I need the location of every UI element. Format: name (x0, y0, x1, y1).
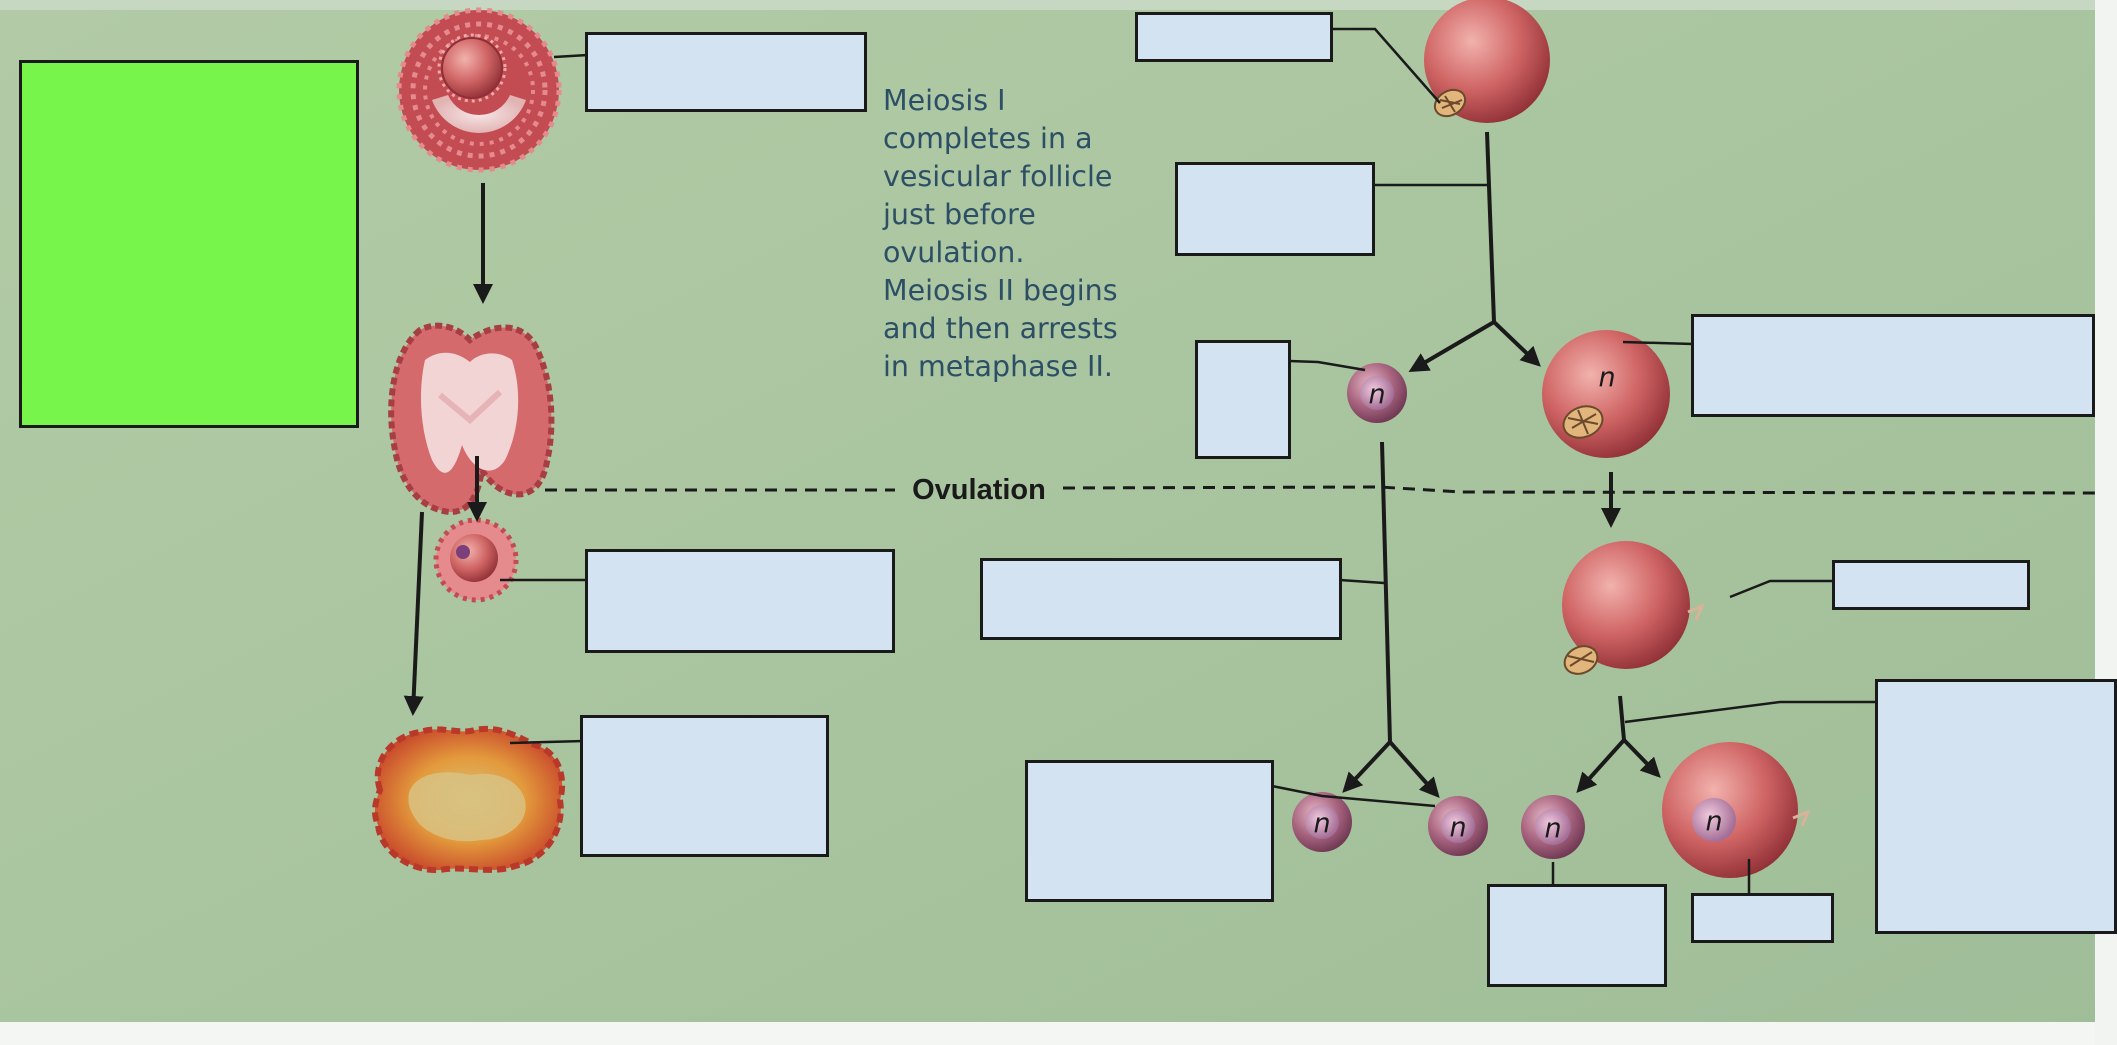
haploid-label-2: n (1598, 362, 1615, 393)
haploid-label-6: n (1705, 806, 1722, 837)
caption-line-2: completes in a (883, 122, 1093, 155)
label-box-meiosis-two[interactable] (1875, 679, 2117, 934)
green-label-box[interactable] (19, 60, 359, 428)
haploid-label-1: n (1368, 379, 1385, 410)
page-bottom-edge (0, 1022, 2117, 1045)
caption-line-6: Meiosis II begins (883, 274, 1118, 307)
corpus-luteum (371, 725, 566, 874)
haploid-label-5: n (1544, 813, 1561, 844)
oocyte-after-ovulation (1562, 541, 1705, 675)
label-box-polar-bodies[interactable] (1025, 760, 1274, 902)
label-box-secondary-oocyte[interactable] (1691, 314, 2095, 417)
ovulated-secondary-oocyte (433, 517, 519, 603)
label-box-first-polar-body[interactable] (1195, 340, 1291, 459)
haploid-label-4: n (1449, 812, 1466, 843)
ovum (1662, 742, 1811, 878)
polar-body-bottom-3 (1521, 795, 1585, 859)
label-box-sperm-entry[interactable] (1832, 560, 2030, 610)
caption-line-5: ovulation. (883, 236, 1025, 269)
ovulation-label: Ovulation (912, 474, 1046, 506)
caption-line-4: just before (883, 198, 1036, 231)
ruptured-follicle (388, 322, 555, 516)
meiosis-arrows (1342, 131, 1661, 798)
arrow-to-corpus-luteum (403, 511, 424, 716)
caption-line-3: vesicular follicle (883, 160, 1113, 193)
label-box-ovulated-oocyte[interactable] (585, 549, 895, 653)
label-leader-lines (500, 27, 1876, 896)
label-box-corpus-luteum[interactable] (580, 715, 829, 857)
caption-line-7: and then arrests (883, 312, 1118, 345)
caption-line-1: Meiosis I (883, 84, 1006, 117)
polar-body-bottom-2 (1428, 796, 1488, 856)
haploid-label-3: n (1313, 808, 1330, 839)
label-box-vesicular-follicle[interactable] (585, 32, 867, 112)
meiosis-caption: Meiosis I completes in a vesicular folli… (883, 82, 1183, 386)
label-box-second-polar-body[interactable] (1487, 884, 1667, 987)
vesicular-follicle (396, 7, 562, 173)
primary-oocyte-top (1424, 0, 1550, 123)
caption-line-8: in metaphase II. (883, 350, 1113, 383)
label-box-polar-body-division[interactable] (980, 558, 1342, 640)
secondary-oocyte-right (1542, 330, 1670, 458)
first-polar-body (1347, 363, 1407, 423)
label-box-ovum[interactable] (1691, 893, 1834, 943)
label-box-meiosis-one[interactable] (1175, 162, 1375, 256)
polar-body-bottom-1 (1292, 792, 1352, 852)
label-box-primary-oocyte[interactable] (1135, 12, 1333, 62)
